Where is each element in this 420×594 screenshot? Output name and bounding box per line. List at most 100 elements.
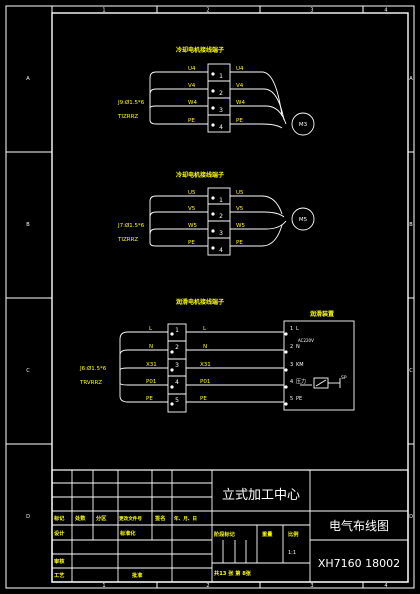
right-row-b: B [409, 222, 413, 228]
section-1-coolant-motor: 冷却电机接线端子 U4 V4 W4 PE [117, 46, 315, 136]
section-3-title: 润滑电机接线端子 [176, 298, 224, 306]
s3-wire-label-1: L [203, 326, 207, 332]
s1-right-label-2: V4 [236, 83, 244, 89]
s2-left-label-2: V5 [188, 206, 196, 212]
s1-left-label-3: W4 [188, 100, 197, 106]
drawing-number: XH7160 18002 [318, 557, 400, 570]
s1-terminal-1: 1 [219, 73, 223, 80]
s3-device-label-5: PE [296, 396, 302, 402]
bottom-col-1: 1 [102, 583, 105, 589]
s1-left-label-1: U4 [188, 66, 196, 72]
s2-right-label-3: W5 [236, 223, 245, 229]
s3-device-label-1: L [296, 326, 299, 332]
company-title: 立式加工中心 [222, 488, 300, 503]
s2-left-label-1: U5 [188, 190, 196, 196]
stage-header-weight: 重量 [262, 530, 273, 538]
sheet-info: 共13 张 第 8张 [214, 569, 252, 577]
s2-terminal-2: 2 [219, 213, 223, 220]
s3-cable-type: TRVRRZ [79, 380, 102, 386]
right-row-a: A [409, 76, 413, 82]
s2-cable-type: TIZRRZ [117, 237, 138, 243]
rev-header-mark: 标记 [53, 514, 65, 522]
s2-left-label-3: W5 [188, 223, 197, 229]
s3-device-terminal-1: 1 [290, 326, 293, 332]
s3-left-label-3: X31 [146, 362, 157, 368]
s3-device-terminal-2: 2 [290, 344, 293, 350]
s3-wire-label-2: N [203, 344, 207, 350]
right-row-d: D [409, 514, 413, 520]
s3-device-terminal-4: 4 [290, 379, 293, 385]
s2-terminal-4: 4 [219, 247, 223, 254]
rev-header-count: 处数 [74, 514, 86, 522]
s1-cable-label: J9:Ø1.5*6 [117, 99, 145, 106]
s1-left-label-4: PE [188, 118, 195, 124]
s3-terminal-4: 4 [175, 379, 179, 386]
s1-motor-label: M3 [299, 122, 308, 128]
s1-left-label-2: V4 [188, 83, 196, 89]
top-col-1: 1 [102, 8, 105, 14]
rev-header-zone: 分区 [96, 514, 107, 522]
top-col-4: 4 [384, 8, 387, 14]
row-label-review: 审核 [54, 557, 65, 565]
s1-right-label-4: PE [236, 118, 243, 124]
section-2-coolant-motor: 冷却电机接线端子 U5 V5 W5 PE U5 V5 W [117, 171, 315, 256]
s2-cable-label: J7:Ø1.5*6 [117, 222, 145, 229]
s3-cable-label: J6:Ø1.5*6 [79, 365, 107, 372]
section-1-title: 冷却电机接线端子 [176, 46, 224, 54]
row-label-process: 工艺 [54, 571, 64, 579]
left-row-d: D [26, 514, 30, 520]
s3-device-terminal-3: 3 [290, 362, 293, 368]
s3-left-label-4: P01 [146, 379, 156, 385]
s3-terminal-2: 2 [175, 344, 179, 351]
top-col-2: 2 [206, 8, 209, 14]
left-row-b: B [26, 222, 30, 228]
drawing-title: 电气布线图 [329, 518, 389, 533]
s2-terminal-3: 3 [219, 230, 223, 237]
s2-motor-label: M5 [299, 217, 308, 223]
s3-device-label-3: KM [296, 362, 304, 368]
left-row-c: C [26, 368, 30, 374]
bottom-col-3: 3 [310, 583, 313, 589]
s2-left-label-4: PE [188, 240, 195, 246]
right-row-c: C [409, 368, 413, 374]
s2-right-label-2: V5 [236, 206, 244, 212]
zone-labels: 1 2 3 4 1 2 3 4 A B C D A B C D [26, 8, 413, 590]
approve-label: 批准 [132, 571, 143, 579]
s1-right-label-1: U4 [236, 66, 244, 72]
stage-header-mark: 阶段标记 [214, 530, 236, 538]
s2-terminal-1: 1 [219, 197, 223, 204]
s3-device-note: AC220V [298, 338, 314, 343]
section-3-lube-motor: 润滑电机接线端子 润滑装置 [79, 298, 355, 413]
s1-terminal-4: 4 [219, 124, 223, 131]
s3-wire-label-4: P01 [200, 379, 210, 385]
stage-header-scale: 比例 [288, 530, 298, 538]
s3-terminal-1: 1 [175, 327, 179, 334]
bottom-col-2: 2 [206, 583, 209, 589]
standardize-label: 标准化 [119, 529, 136, 537]
s3-left-label-2: N [149, 344, 153, 350]
rev-header-docno: 更改文件号 [119, 515, 142, 522]
s3-switch-label: SP [341, 375, 347, 381]
s3-device-label-4: 压力 [296, 378, 306, 385]
s3-wire-label-5: PE [200, 396, 207, 402]
s3-device-label-2: N [296, 344, 300, 350]
section-2-title: 冷却电机接线端子 [176, 171, 224, 179]
s1-terminal-3: 3 [219, 107, 223, 114]
s3-left-label-1: L [149, 326, 153, 332]
rev-header-date: 年、月、日 [174, 515, 197, 522]
s3-left-label-5: PE [146, 396, 153, 402]
s1-terminal-2: 2 [219, 90, 223, 97]
bottom-col-4: 4 [384, 583, 387, 589]
s3-device-title: 润滑装置 [310, 310, 334, 318]
s3-terminal-5: 5 [175, 397, 179, 404]
title-block: 标记 处数 分区 更改文件号 签名 年、月、日 设计 审核 工艺 标准化 批准 … [51, 469, 409, 583]
top-col-3: 3 [310, 8, 313, 14]
scale-value: 1:1 [288, 550, 296, 556]
s3-terminal-3: 3 [175, 362, 179, 369]
s1-right-label-3: W4 [236, 100, 245, 106]
s1-cable-type: TIZRRZ [117, 114, 138, 120]
s2-right-label-1: U5 [236, 190, 244, 196]
rev-header-sign: 签名 [154, 514, 165, 522]
